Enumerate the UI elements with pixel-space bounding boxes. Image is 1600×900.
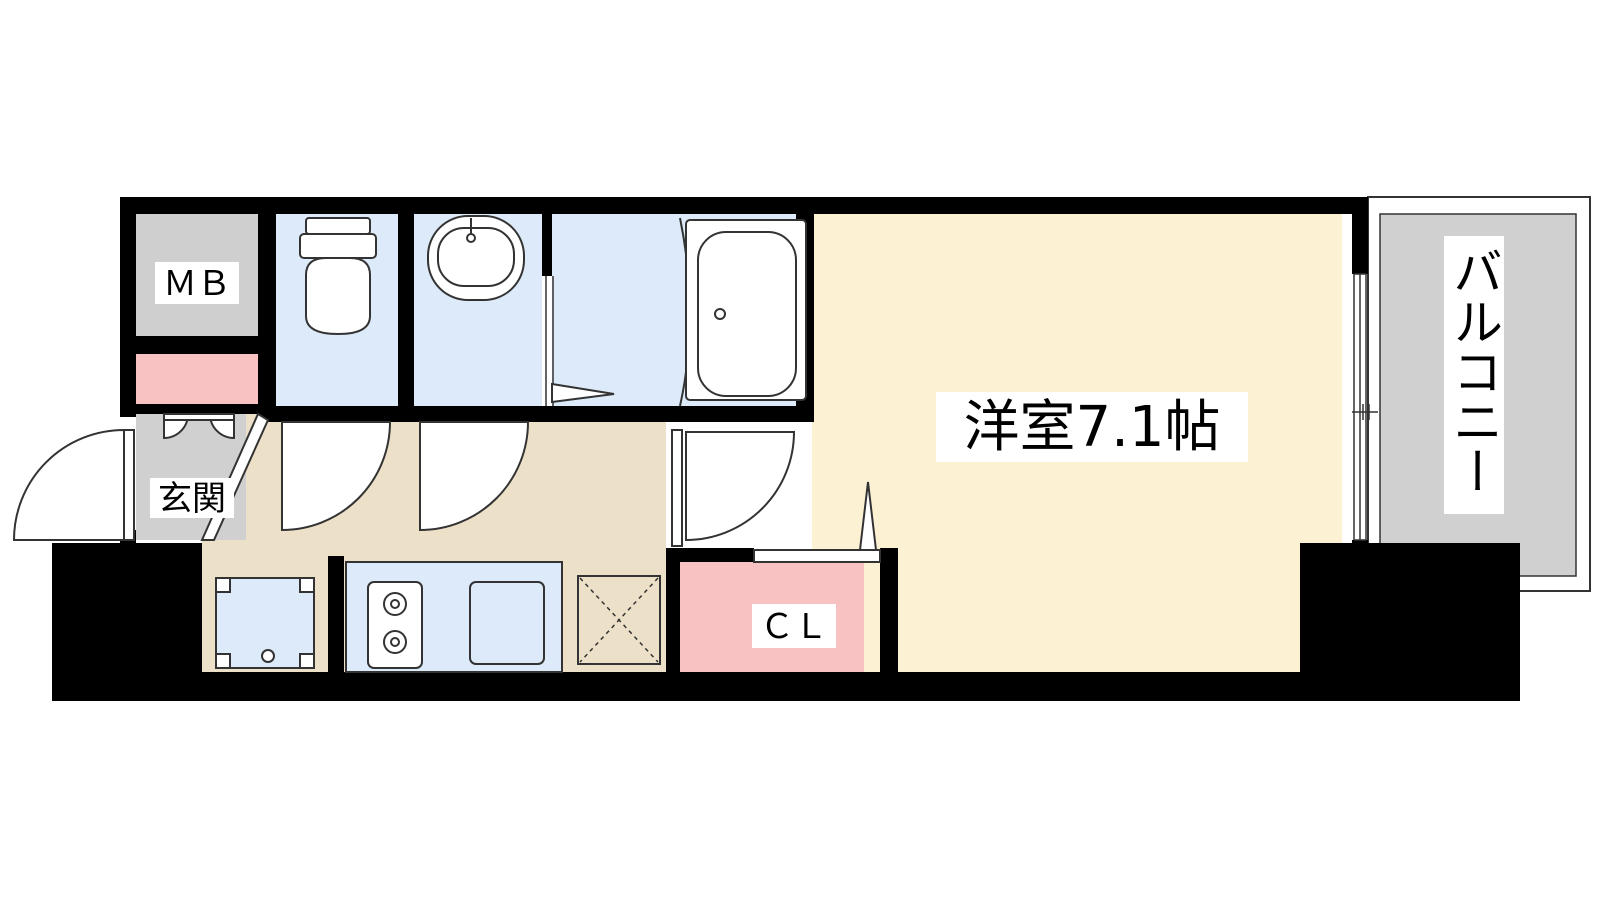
stove-icon (367, 581, 423, 669)
balcony-label: バルコニー (1445, 246, 1503, 496)
washer-space-icon (577, 575, 661, 665)
balcony-label-group: バルコニー (1444, 236, 1504, 514)
walls (52, 197, 1520, 701)
meter-box-label-group: ＭＢ (155, 262, 239, 304)
western-room-label: 洋室7.1帖 (963, 395, 1220, 460)
closet-label: ＣＬ (760, 607, 828, 647)
washbasin-icon (427, 215, 525, 301)
closet-label-group: ＣＬ (752, 604, 836, 648)
entrance-door (12, 428, 135, 541)
meter-box-label: ＭＢ (163, 264, 231, 304)
washroom-door (419, 421, 530, 532)
bathtub-icon (679, 217, 807, 407)
room-door (671, 429, 796, 547)
refrigerator-space-icon (215, 577, 315, 669)
western-room-label-group: 洋室7.1帖 (936, 392, 1248, 462)
shoe-storage (136, 354, 258, 404)
sink-icon (469, 581, 545, 665)
entrance-label: 玄関 (158, 479, 226, 519)
closet-door (753, 481, 881, 563)
toilet-icon (299, 217, 377, 336)
shoe-cabinet-doors (163, 413, 235, 440)
toilet-door (281, 421, 392, 532)
bathroom-door (551, 382, 615, 404)
window-openings (545, 273, 1378, 541)
entrance-label-group: 玄関 (150, 478, 234, 519)
